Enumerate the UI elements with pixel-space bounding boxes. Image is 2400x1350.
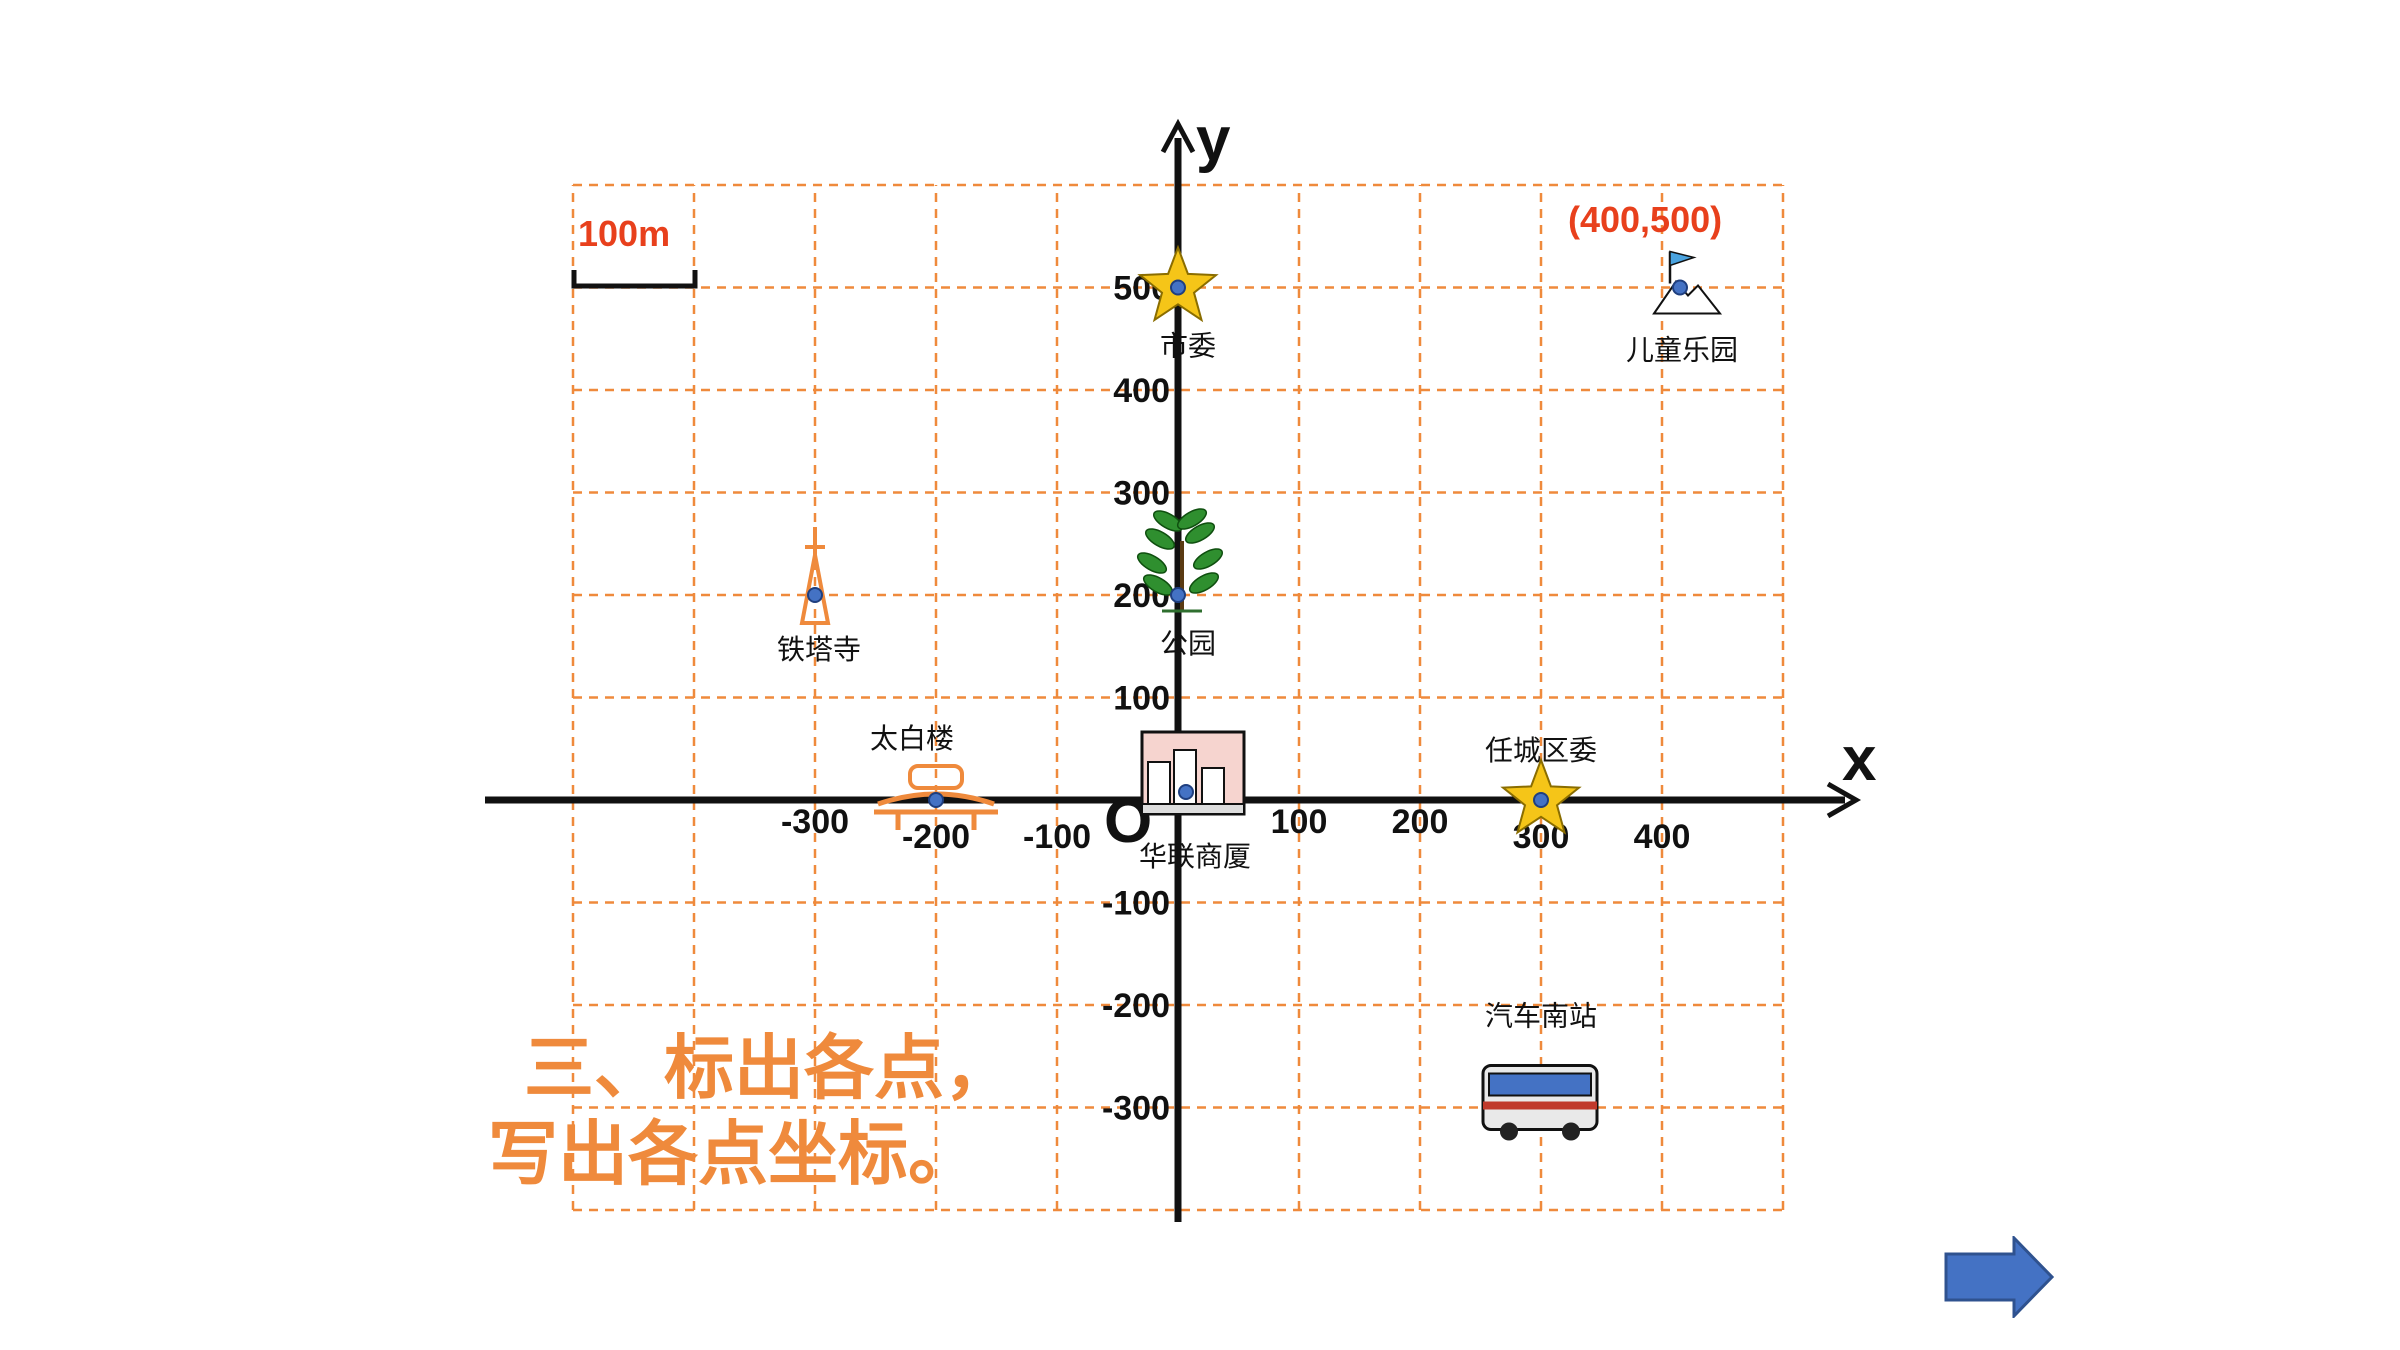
y-tick-label: 400	[1113, 372, 1170, 410]
next-button[interactable]	[1944, 1236, 2054, 1318]
place-rencheng: 任城区委	[1485, 734, 1597, 835]
bus-wheel	[1500, 1122, 1518, 1141]
x-tick-label: 200	[1392, 803, 1449, 841]
tree-leaf	[1136, 552, 1168, 574]
place-taibai: 太白楼	[870, 722, 998, 830]
tree-leaf	[1144, 528, 1176, 550]
place-label: 儿童乐园	[1626, 334, 1738, 367]
coordinate-callout: (400,500)	[1568, 199, 1722, 240]
point-marker	[1170, 587, 1186, 603]
tree-leaf	[1176, 508, 1208, 530]
x-tick-label: -300	[781, 803, 849, 841]
place-hualian: 华联商厦	[1139, 730, 1251, 873]
x-axis-arrow-icon	[1826, 781, 1862, 819]
point-marker	[1533, 792, 1549, 808]
building-tower	[1173, 749, 1197, 813]
x-tick-label: 100	[1271, 803, 1328, 841]
y-tick-label: 300	[1113, 475, 1170, 513]
bus-windows	[1488, 1072, 1592, 1097]
flag-cloth	[1669, 250, 1697, 267]
y-tick-label: 100	[1113, 680, 1170, 718]
y-tick-label: -300	[1102, 1090, 1170, 1128]
right-arrow-icon	[1944, 1236, 2054, 1318]
place-shiwei: 市委	[1137, 244, 1219, 363]
point-marker	[807, 587, 823, 603]
place-label: 任城区委	[1485, 734, 1597, 767]
flag-mountain-icon	[1652, 250, 1723, 315]
building-icon	[1140, 730, 1246, 816]
building-ground	[1141, 803, 1245, 815]
point-marker	[1170, 279, 1186, 296]
task-line-2: 写出各点坐标。	[488, 1113, 978, 1195]
point-marker	[1672, 279, 1688, 296]
scale-label: 100m	[578, 213, 670, 254]
place-label: 太白楼	[870, 722, 954, 755]
tree-leaf	[1184, 522, 1216, 544]
bus-stripe	[1483, 1101, 1597, 1110]
place-label: 汽车南站	[1485, 1000, 1597, 1033]
place-label: 华联商厦	[1139, 840, 1251, 873]
y-tick-label: -100	[1102, 885, 1170, 923]
place-label: 铁塔寺	[777, 633, 861, 666]
task-line-1: 三、标出各点，	[524, 1027, 1014, 1109]
tower-icon	[799, 527, 831, 625]
place-label: 公园	[1160, 627, 1216, 660]
place-tieta: 铁塔寺	[777, 527, 861, 666]
scale-bar	[571, 270, 698, 289]
bus-wheel	[1562, 1122, 1580, 1141]
place-label: 市委	[1160, 330, 1216, 363]
y-axis-label: y	[1196, 105, 1231, 174]
tower-body	[799, 554, 831, 625]
x-tick-label: -100	[1023, 818, 1091, 856]
point-marker	[1178, 784, 1194, 800]
bus-icon	[1481, 1064, 1599, 1141]
y-axis-arrow-icon	[1160, 118, 1196, 154]
pavilion-top	[908, 764, 964, 790]
place-ertong: 儿童乐园	[1626, 250, 1738, 367]
x-axis-label: x	[1842, 725, 1877, 794]
tree-icon	[1136, 508, 1224, 613]
x-tick-label: 400	[1634, 818, 1691, 856]
point-marker	[928, 792, 944, 808]
tree-leaf	[1188, 572, 1220, 594]
place-gongyuan: 公园	[1136, 508, 1224, 660]
y-tick-label: -200	[1102, 987, 1170, 1025]
place-qiche: 汽车南站	[1481, 1000, 1599, 1141]
x-tick-label: -200	[902, 818, 970, 856]
tree-leaf	[1192, 548, 1224, 570]
